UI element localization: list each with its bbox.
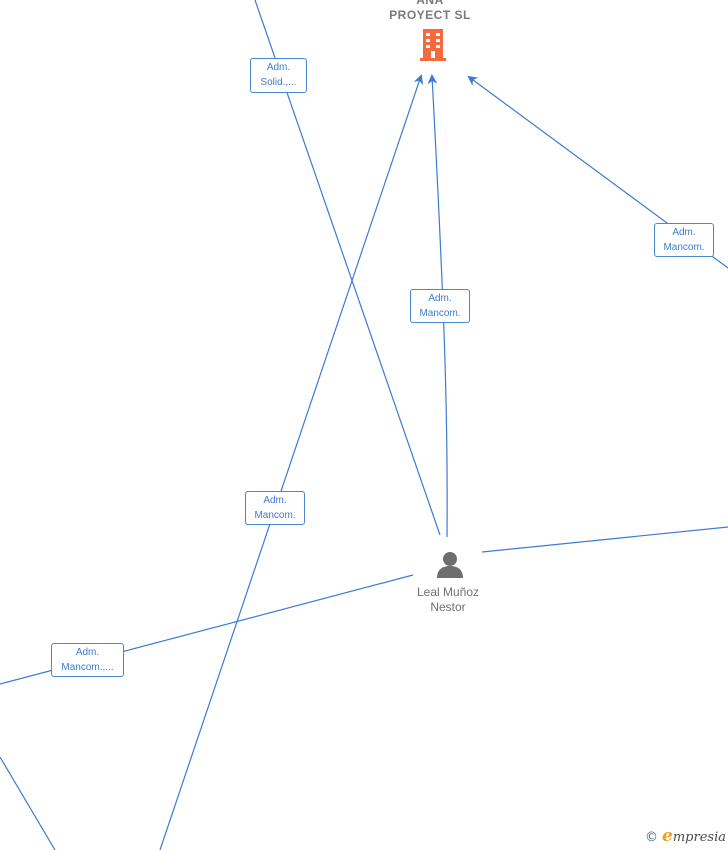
- edge-label-line2: Mancom.: [663, 242, 705, 253]
- edge-label-line2: Mancom.,...: [61, 662, 114, 673]
- copyright-symbol: ©: [645, 830, 659, 845]
- edge-label-line1: Adm.: [428, 293, 452, 304]
- edge-label-line1: Adm.: [263, 495, 287, 506]
- edge-label-line1: Adm.: [266, 62, 291, 73]
- edge-person-to-right[interactable]: [481, 526, 728, 553]
- person-name-line2: Nestor: [430, 600, 466, 614]
- edge-label-line2: Mancom.: [419, 308, 461, 319]
- edge-label-line1: Adm.: [75, 647, 100, 658]
- company-node-label[interactable]: ANA PROYECT SL: [370, 0, 490, 23]
- edge-label-adm-mancom-left[interactable]: Adm. Mancom.: [245, 491, 305, 525]
- edge-label-line2: Solid.,...: [260, 77, 297, 88]
- edge-label-line1: Adm.: [672, 227, 696, 238]
- edge-label-adm-mancom-center[interactable]: Adm. Mancom.: [410, 289, 470, 323]
- edge-bottom-left[interactable]: [0, 756, 56, 850]
- person-name-line1: Leal Muñoz: [416, 585, 480, 599]
- edge-bottom-to-company[interactable]: [159, 74, 424, 850]
- edge-label-adm-mancom-bottom[interactable]: Adm. Mancom.,...: [51, 643, 124, 677]
- person-icon[interactable]: [435, 549, 465, 579]
- edge-label-line2: Mancom.: [254, 510, 296, 521]
- person-node-label[interactable]: Leal Muñoz Nestor: [398, 585, 498, 615]
- brand-e-logo: e: [662, 826, 673, 846]
- building-icon[interactable]: [417, 27, 449, 63]
- company-name-line1: ANA: [416, 0, 444, 7]
- brand-name: mpresia: [672, 830, 726, 845]
- edge-label-adm-solid[interactable]: Adm. Solid.,...: [250, 58, 307, 93]
- company-name-line2: PROYECT SL: [389, 8, 471, 22]
- edge-person-to-company[interactable]: [427, 74, 448, 538]
- edge-label-adm-mancom-right[interactable]: Adm. Mancom.: [654, 223, 714, 257]
- empresia-watermark: ©empresia: [645, 826, 726, 846]
